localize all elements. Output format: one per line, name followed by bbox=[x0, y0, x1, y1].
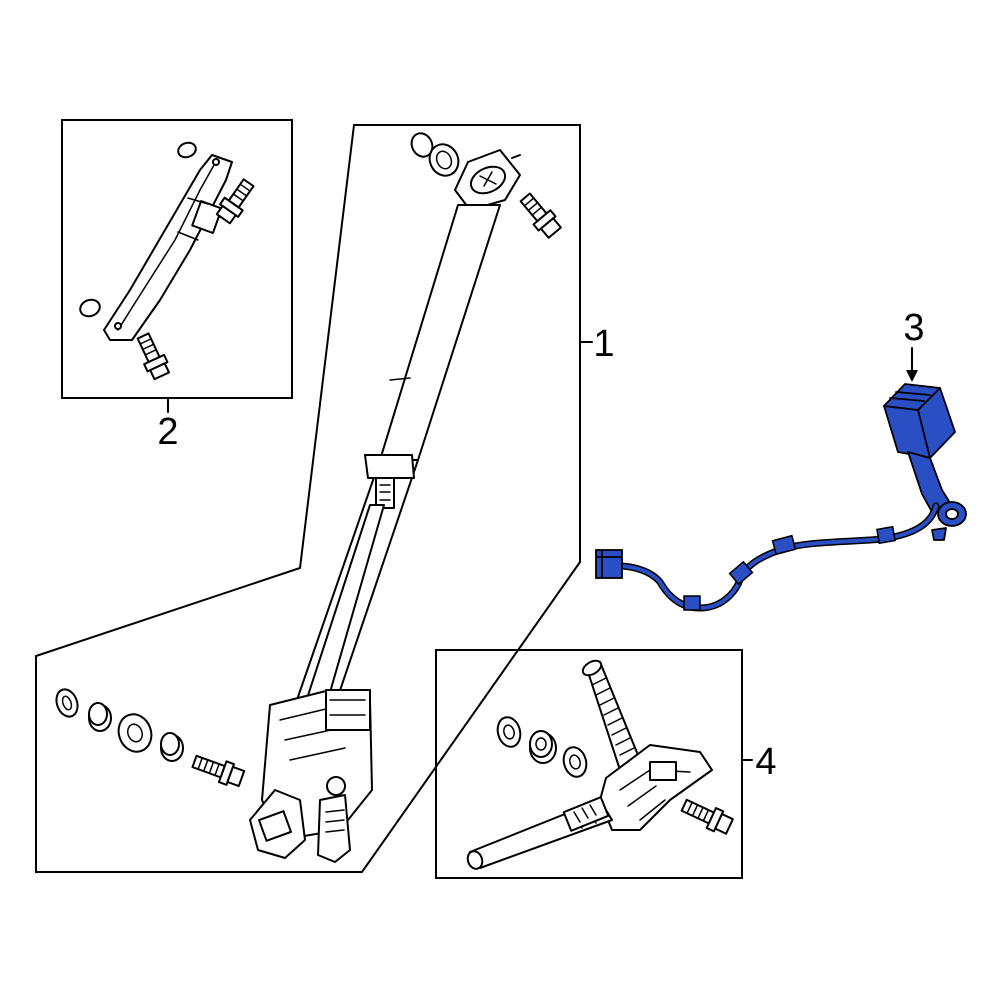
part-2-group: 2 bbox=[61, 119, 293, 453]
washer-icon bbox=[562, 746, 588, 778]
seat-belt-buckle bbox=[883, 383, 967, 541]
seat-belt-webbing bbox=[289, 149, 521, 721]
bolt-icon bbox=[519, 192, 562, 239]
spacer-icon bbox=[88, 702, 112, 732]
spacer-icon bbox=[160, 732, 184, 762]
callout-3-arrowhead bbox=[906, 370, 918, 382]
part-1-frame bbox=[35, 124, 581, 873]
callout-1: 1 bbox=[593, 323, 614, 365]
retractor-assembly bbox=[249, 689, 373, 863]
bolt-icon bbox=[215, 178, 255, 225]
pretensioner-assembly bbox=[466, 659, 713, 870]
harness-connector bbox=[595, 549, 623, 579]
bolt-icon bbox=[680, 798, 734, 835]
callout-4: 4 bbox=[755, 741, 776, 783]
part-2-frame bbox=[61, 119, 293, 399]
part-3-group: 3 bbox=[595, 307, 967, 612]
washer-icon bbox=[177, 141, 197, 159]
bolt-icon bbox=[136, 332, 170, 381]
height-adjuster-rail bbox=[103, 154, 233, 341]
washer-icon bbox=[79, 298, 101, 318]
part-4-frame bbox=[435, 649, 743, 879]
spacer-icon bbox=[529, 730, 557, 764]
buckle-wire-harness bbox=[595, 502, 940, 612]
part-4-group: 4 bbox=[435, 649, 777, 879]
spacer-icon bbox=[428, 143, 460, 177]
washer-icon bbox=[496, 716, 522, 748]
washer-icon bbox=[410, 132, 434, 158]
washer-icon bbox=[117, 713, 153, 753]
part-1-group: 1 bbox=[35, 124, 615, 873]
washer-icon bbox=[55, 688, 79, 718]
bolt-icon bbox=[191, 754, 246, 788]
callout-3: 3 bbox=[903, 307, 924, 349]
callout-2: 2 bbox=[157, 411, 178, 453]
